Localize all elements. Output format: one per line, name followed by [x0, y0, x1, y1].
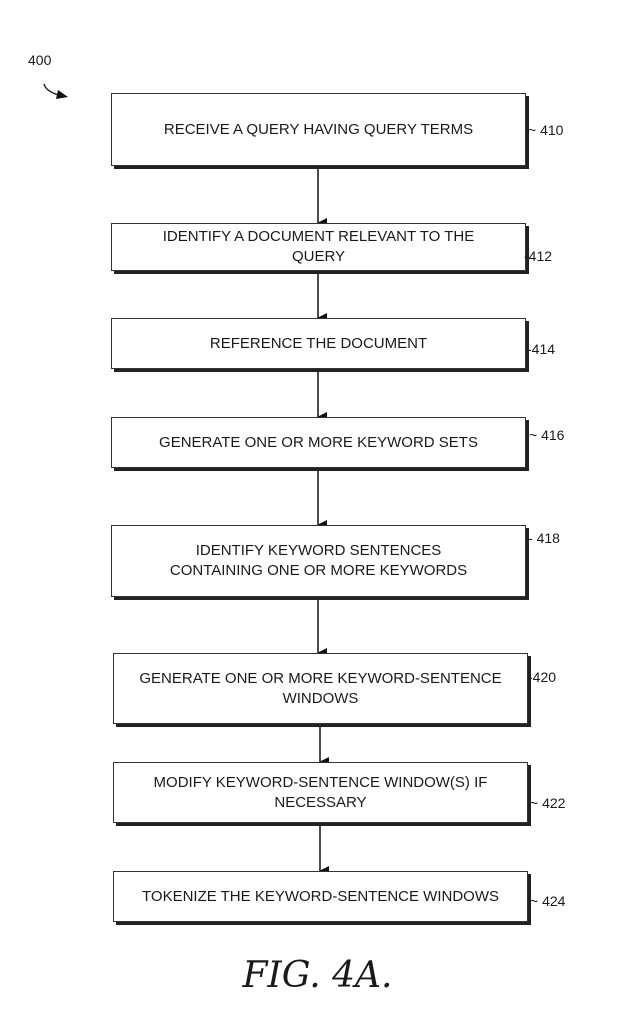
- step-410-box: RECEIVE A QUERY HAVING QUERY TERMS: [111, 93, 526, 166]
- step-412-ref: -412: [524, 248, 553, 264]
- figure-caption: FIG. 4A.: [242, 955, 393, 996]
- step-422-box: MODIFY KEYWORD-SENTENCE WINDOW(S) IF NEC…: [113, 762, 528, 823]
- step-416-box: GENERATE ONE OR MORE KEYWORD SETS: [111, 417, 526, 468]
- step-422-text: MODIFY KEYWORD-SENTENCE WINDOW(S) IF NEC…: [153, 773, 488, 811]
- step-424-text: TOKENIZE THE KEYWORD-SENTENCE WINDOWS: [142, 887, 499, 905]
- step-422-ref: ~ 422: [530, 795, 566, 811]
- figure-pointer-arrowhead: [56, 90, 68, 99]
- step-412-text: IDENTIFY A DOCUMENT RELEVANT TO THE QUER…: [162, 228, 475, 265]
- step-416-text: GENERATE ONE OR MORE KEYWORD SETS: [159, 433, 478, 451]
- step-418-text: IDENTIFY KEYWORD SENTENCES CONTAINING ON…: [169, 542, 468, 579]
- step-410-ref: ~ 410: [528, 122, 564, 138]
- step-412-box: IDENTIFY A DOCUMENT RELEVANT TO THE QUER…: [111, 223, 526, 271]
- step-410-text: RECEIVE A QUERY HAVING QUERY TERMS: [163, 120, 474, 138]
- step-418-ref: - 418: [528, 530, 560, 546]
- step-424-box: TOKENIZE THE KEYWORD-SENTENCE WINDOWS: [113, 871, 528, 922]
- step-420-box: GENERATE ONE OR MORE KEYWORD-SENTENCE WI…: [113, 653, 528, 724]
- figure-reference-number: 400: [28, 52, 52, 68]
- step-420-ref: -420: [528, 669, 557, 685]
- step-420-text: GENERATE ONE OR MORE KEYWORD-SENTENCE WI…: [139, 669, 502, 707]
- step-418-box: IDENTIFY KEYWORD SENTENCES CONTAINING ON…: [111, 525, 526, 597]
- step-424-ref: ~ 424: [530, 893, 566, 909]
- step-414-box: REFERENCE THE DOCUMENT: [111, 318, 526, 369]
- step-414-ref: -414: [527, 341, 556, 357]
- step-414-text: REFERENCE THE DOCUMENT: [209, 334, 428, 352]
- step-416-ref: ~ 416: [529, 427, 565, 443]
